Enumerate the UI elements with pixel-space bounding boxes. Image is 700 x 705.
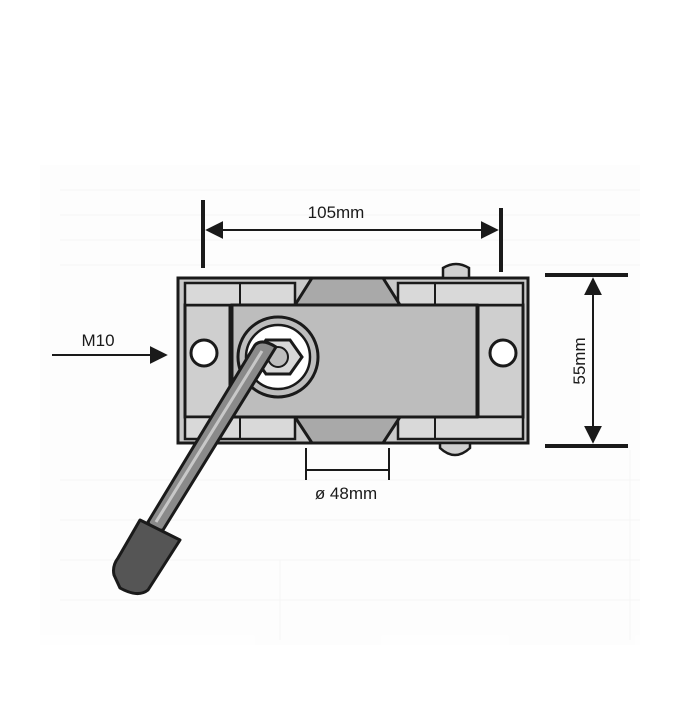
left-mount-hole xyxy=(189,338,219,368)
bolt-callout: M10 xyxy=(52,331,168,364)
tube-diameter-label: ø 48mm xyxy=(315,484,377,503)
tube-dimension: ø 48mm xyxy=(305,448,390,503)
width-dimension: 105mm xyxy=(201,200,503,272)
bottom-saddle xyxy=(292,415,403,445)
top-pin xyxy=(441,262,471,280)
bolt-label: M10 xyxy=(81,331,114,350)
tommy-bar-handle xyxy=(112,340,278,595)
handle-grip xyxy=(112,518,182,595)
height-label: 55mm xyxy=(570,337,589,384)
clamp-body xyxy=(176,262,530,457)
top-saddle xyxy=(292,276,403,307)
right-mount-hole xyxy=(488,338,518,368)
height-dimension: 55mm xyxy=(545,273,628,448)
bottom-pin xyxy=(438,441,472,457)
width-label: 105mm xyxy=(308,203,365,222)
